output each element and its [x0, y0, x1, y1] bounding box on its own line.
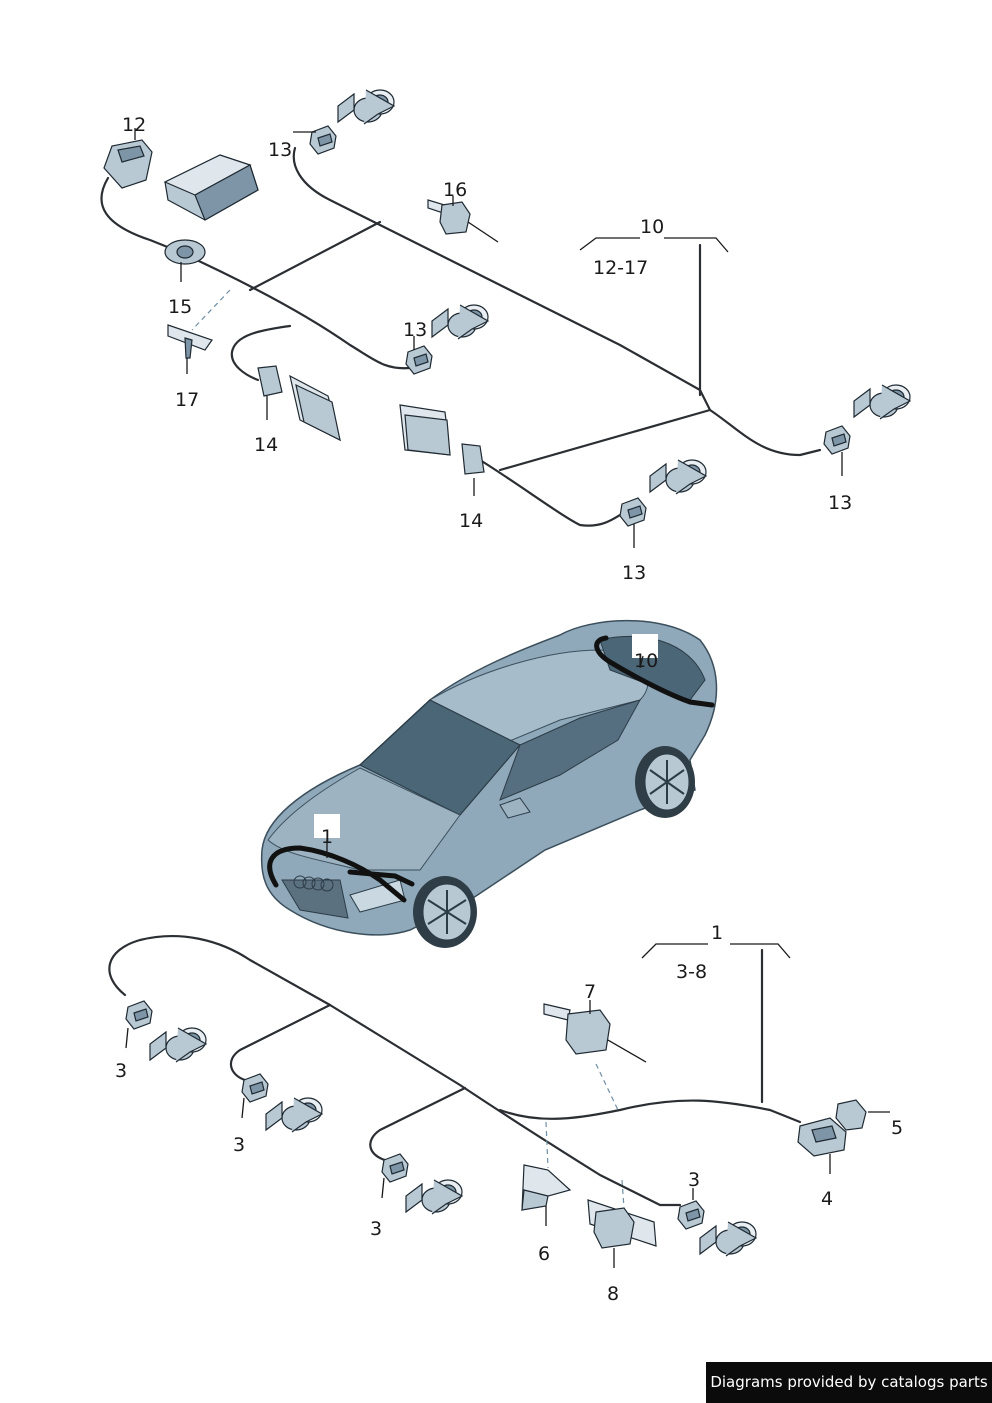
group-bracket-1	[641, 943, 791, 959]
sensor-3-d	[677, 1200, 757, 1257]
callout-6: 6	[538, 1243, 550, 1265]
callout-14-b: 14	[459, 510, 483, 532]
group-bracket-10	[579, 237, 729, 253]
callout-15: 15	[168, 296, 192, 318]
callout-16: 16	[443, 179, 467, 201]
sensor-3-c	[381, 1153, 463, 1215]
sensor-13-right	[823, 384, 911, 455]
control-unit-14b	[399, 404, 485, 475]
callout-10-car: 10	[634, 650, 658, 672]
car-illustration	[260, 619, 718, 948]
callout-13-b: 13	[403, 319, 427, 341]
sensor-3-a	[125, 1000, 207, 1063]
callout-10-range: 12-17	[593, 257, 648, 279]
sensor-13-top-left	[309, 89, 395, 155]
callout-7: 7	[584, 981, 596, 1003]
callout-13-a: 13	[268, 139, 292, 161]
callout-5: 5	[891, 1117, 903, 1139]
callout-1-range: 3-8	[676, 961, 707, 983]
callout-1-car: 1	[321, 826, 333, 848]
callout-3-b: 3	[233, 1134, 245, 1156]
holder-16	[427, 199, 499, 243]
holder-7	[543, 1003, 647, 1111]
callout-17: 17	[175, 389, 199, 411]
callout-14-a: 14	[254, 434, 278, 456]
callout-3-a: 3	[115, 1060, 127, 1082]
front-harness-group	[108, 934, 802, 1207]
callout-8: 8	[607, 1283, 619, 1305]
connector-4	[797, 1117, 847, 1157]
grommet-15	[164, 239, 206, 265]
callout-3-d: 3	[370, 1218, 382, 1240]
sensor-3-b	[241, 1073, 323, 1133]
callout-3-c: 3	[688, 1169, 700, 1191]
bracket-6	[521, 1121, 572, 1212]
bracket-8	[587, 1179, 657, 1249]
callout-10-group: 10	[640, 216, 664, 238]
callout-1-group: 1	[711, 922, 723, 944]
callout-4: 4	[821, 1188, 833, 1210]
clip-5	[835, 1099, 890, 1131]
callout-13-c: 13	[828, 492, 852, 514]
callout-12: 12	[122, 114, 146, 136]
clip-17	[167, 289, 231, 359]
connector-12	[103, 139, 153, 189]
control-unit-14a	[257, 365, 341, 442]
control-unit-12	[163, 154, 259, 221]
sensor-13-bottom	[619, 459, 707, 527]
rear-harness-group	[100, 146, 822, 527]
callout-13-d: 13	[622, 562, 646, 584]
diagram-credit-banner: Diagrams provided by catalogs parts	[706, 1362, 992, 1403]
